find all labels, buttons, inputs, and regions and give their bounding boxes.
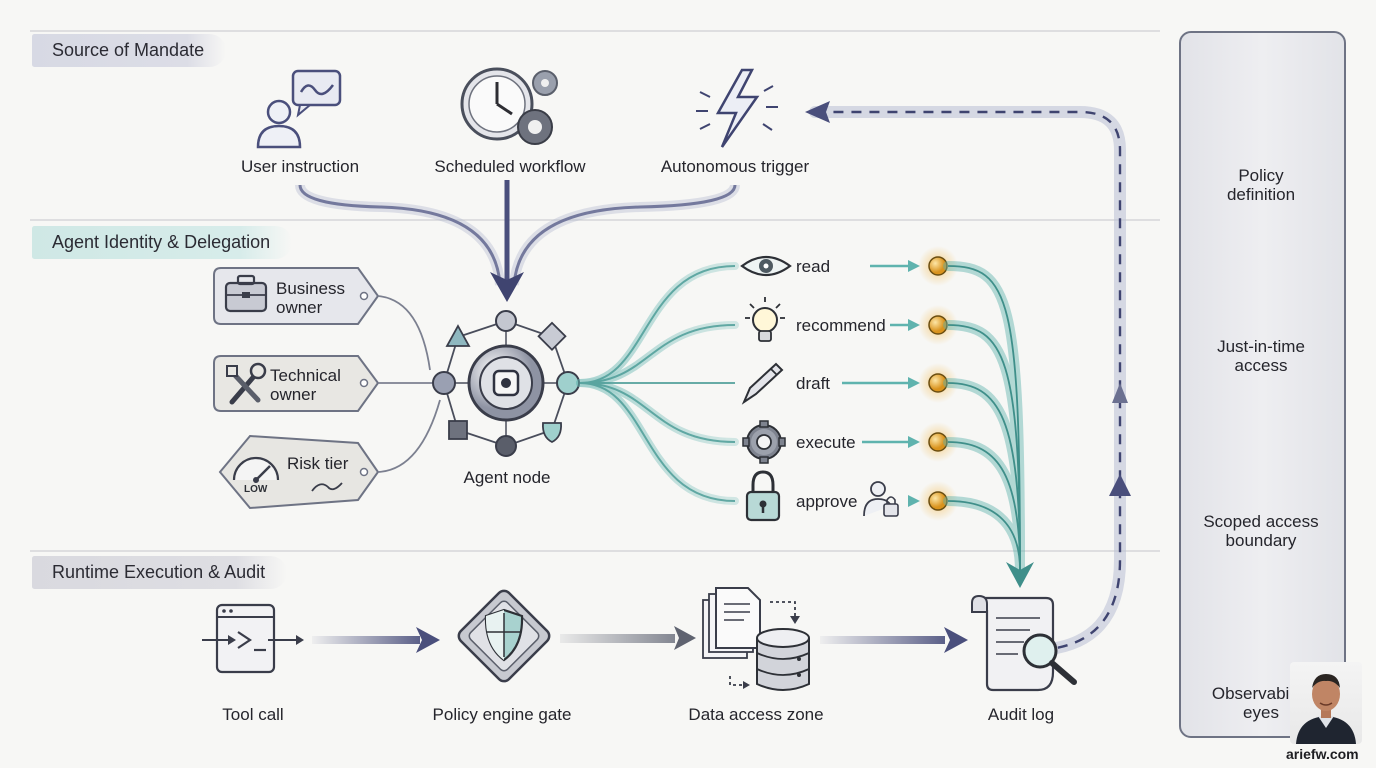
action-approve: approve [796,492,858,511]
policy-shield-icon [457,589,551,683]
padlock-icon [745,470,781,522]
technical-owner-label-line1: Technical [270,366,341,385]
user-instruction-icon [256,69,342,149]
label-data-access-zone: Data access zone [688,705,824,724]
action-arrowheads [908,260,920,507]
section-title-runtime: Runtime Execution & Audit [32,556,288,589]
sidebar-label-observability-line1: Observability [1211,684,1311,703]
pencil-icon [741,362,784,405]
label-autonomous-trigger: Autonomous trigger [660,157,810,176]
gauge-icon [232,456,280,483]
risk-tier-connector [377,399,441,473]
action-arrows [842,264,912,444]
action-execute: execute [796,433,856,452]
technical-owner-label: Technical owner [270,366,341,404]
action-read: read [796,257,831,276]
audit-arrowhead [1006,562,1034,588]
feedback-mid-arrow-1 [1112,383,1128,403]
flow-arrow-policy-to-data [560,634,675,643]
terminal-icon [202,603,304,674]
label-user-instruction: User instruction [240,157,360,176]
eye-icon [740,255,792,277]
label-scheduled-workflow: Scheduled workflow [434,157,586,176]
mandate-flow-auto-glow [509,183,740,286]
action-draft: draft [796,374,831,393]
sidebar-label-observability: Observability eyes [1181,684,1341,722]
brand-watermark: ariefw.com [1286,746,1359,762]
briefcase-icon [224,274,268,313]
business-owner-connector [377,295,431,371]
flow-arrowhead-audit [944,627,968,653]
feedback-mid-arrow-2 [1109,474,1131,496]
sidebar-label-jit-line2: access [1234,356,1288,375]
label-agent-node: Agent node [463,468,551,487]
controls-sidebar [1179,31,1346,738]
audit-converge-core [947,265,1021,571]
feedback-arrowhead [805,101,830,123]
sidebar-label-jit-line1: Just-in-time [1217,337,1305,356]
lightbulb-icon [745,297,785,342]
flow-arrow-tool-to-policy [312,636,420,644]
mandate-arrowhead [490,272,524,302]
label-policy-engine-gate: Policy engine gate [432,705,572,724]
sidebar-label-scoped: Scoped access boundary [1181,512,1341,550]
tools-icon [226,362,267,405]
business-owner-label-line1: Business [276,279,345,298]
scheduled-workflow-icon [460,67,558,145]
sidebar-label-scoped-line2: boundary [1225,531,1297,550]
flow-arrow-data-to-audit [820,636,945,644]
business-owner-label-line2: owner [276,298,323,317]
flow-arrowhead-data [674,626,696,650]
label-tool-call: Tool call [222,705,284,724]
sidebar-label-scoped-line1: Scoped access [1203,512,1319,531]
audit-log-icon [971,594,1077,692]
mandate-flow-user-glow [295,184,505,286]
section-title-mandate: Source of Mandate [32,34,227,67]
sidebar-label-observability-line2: eyes [1243,703,1279,722]
mandate-flow-user [298,184,502,286]
mandate-flow-auto [512,184,737,286]
documents-database-icon [702,587,810,691]
risk-gauge-low: LOW [244,484,268,495]
risk-tier-label: Risk tier [287,454,349,473]
sidebar-label-jit: Just-in-time access [1181,337,1341,375]
action-recommend: recommend [796,316,886,335]
gold-nodes [918,246,958,521]
audit-converge [943,261,1025,575]
section-title-identity: Agent Identity & Delegation [32,226,293,259]
agent-node-icon [432,310,580,457]
user-lock-icon [863,481,899,517]
business-owner-label: Business owner [276,279,345,317]
author-avatar [1290,662,1362,744]
sidebar-label-policy-line1: Policy [1238,166,1284,185]
flow-arrowhead-policy [416,627,440,653]
sidebar-label-policy-line2: definition [1226,185,1296,204]
risk-tier-tag [218,434,380,510]
author-photo-icon [1296,674,1356,744]
technical-owner-label-line2: owner [270,385,317,404]
label-audit-log: Audit log [987,705,1055,724]
lightning-icon [696,68,778,148]
action-fan-core [579,265,736,502]
gear-icon [742,420,786,464]
sidebar-label-policy: Policy definition [1181,166,1341,204]
feedback-loop-dash [825,110,1122,652]
